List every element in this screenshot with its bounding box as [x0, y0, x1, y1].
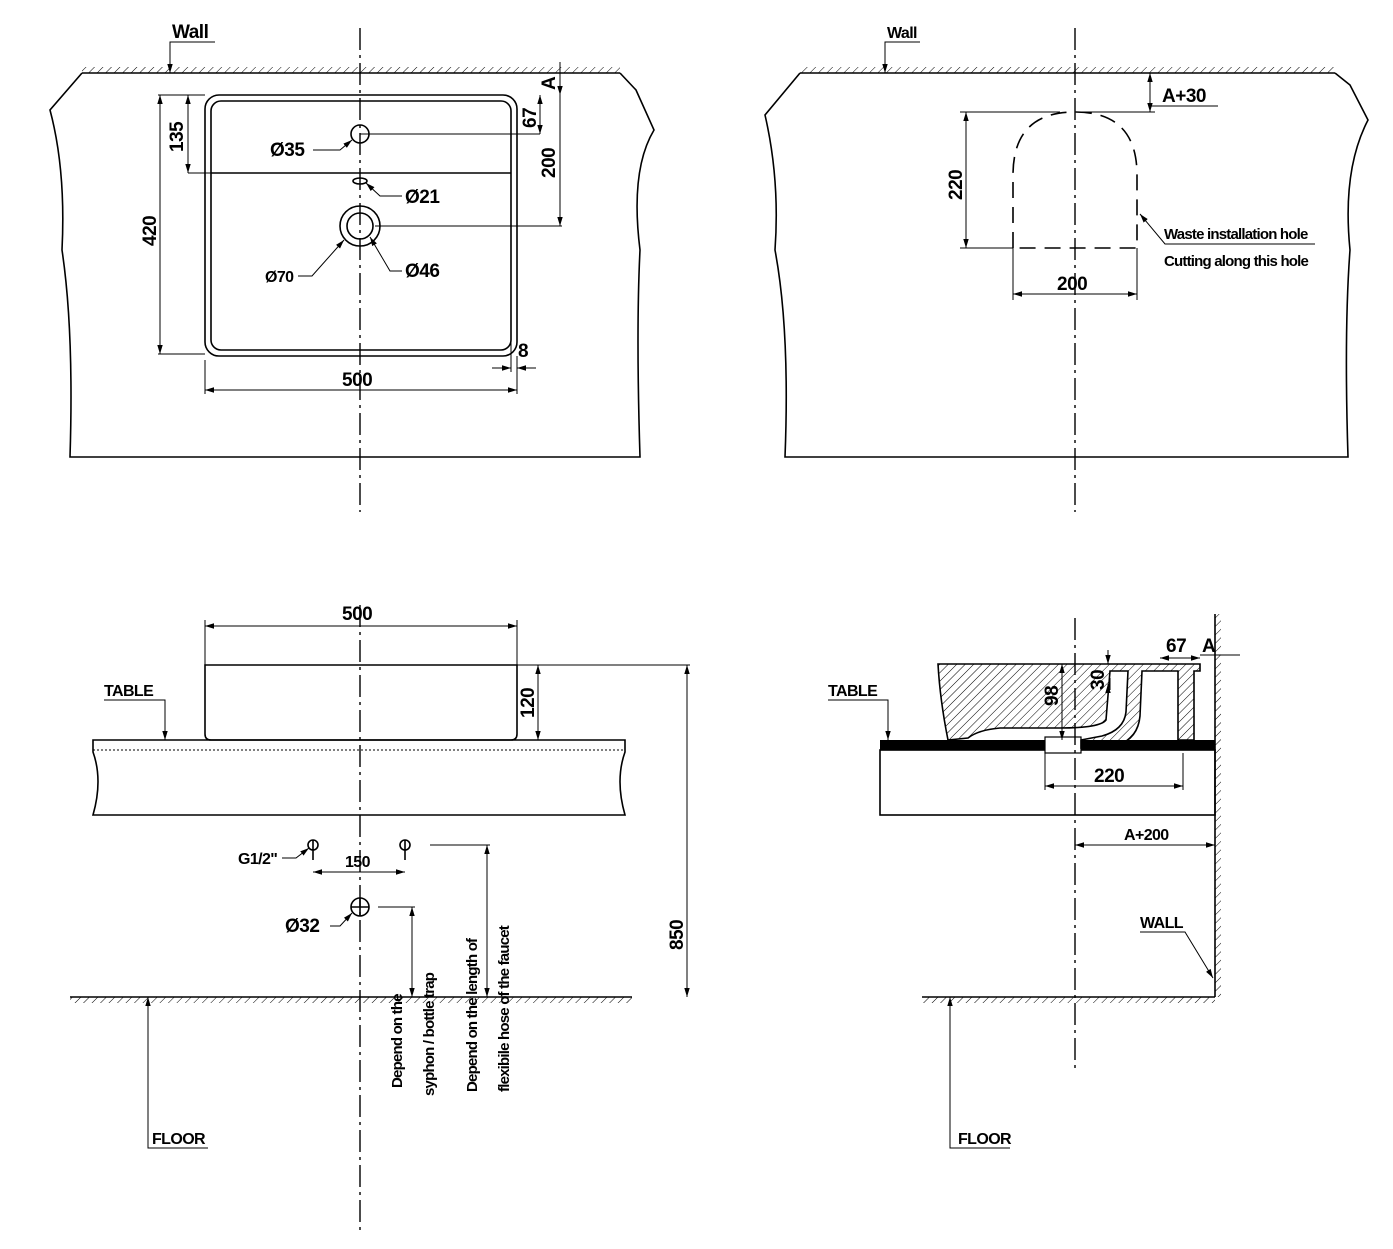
table-label: TABLE	[828, 683, 878, 700]
table-label: TABLE	[104, 683, 154, 700]
d46-label: Ø46	[405, 261, 439, 282]
syphon-note-1: Depend on the	[389, 994, 406, 1088]
waste-cutout-outline	[1012, 111, 1138, 249]
dim-220-label: 220	[946, 170, 967, 200]
dim-150-label: 150	[345, 854, 371, 871]
dim-a-label: A	[539, 76, 560, 90]
side-section-bottom-right: FLOOR TABLE 67 A 30 98 220 A+200	[828, 614, 1240, 1149]
d70-label: Ø70	[265, 269, 294, 286]
basin-section	[937, 663, 1201, 749]
water-inlet-left	[307, 839, 319, 860]
dim-850-label: 850	[667, 920, 688, 950]
table-slab	[91, 739, 627, 816]
floor-label: FLOOR	[152, 1131, 206, 1148]
dim-120-label: 120	[518, 688, 539, 718]
dim-500-label: 500	[342, 370, 372, 391]
water-inlet-right	[399, 839, 411, 860]
dim-420-label: 420	[140, 216, 161, 246]
dim-67-label: 67	[520, 108, 541, 128]
syphon-note-2: syphon / bottle trap	[421, 972, 438, 1096]
dim-98-label: 98	[1042, 686, 1063, 706]
wall-leader	[167, 41, 215, 73]
dim-135-label: 135	[167, 121, 188, 152]
basin-front	[204, 664, 518, 741]
d35-label: Ø35	[270, 140, 305, 161]
wall-label: Wall	[172, 22, 208, 43]
hose-note-1: Depend on the length of	[464, 937, 481, 1092]
hose-note-2: flexibile hose of the faucet	[496, 925, 513, 1092]
wall-label: WALL	[1140, 915, 1184, 932]
dim-30-label: 30	[1088, 670, 1109, 690]
dim-8-label: 8	[518, 341, 528, 362]
g12-label: G1/2"	[238, 851, 277, 868]
waste-note-line1: Waste installation hole	[1164, 226, 1308, 243]
counter-outline	[49, 72, 655, 458]
front-elevation-bottom-left: 500 120 TABLE G1/2" 150 Ø32	[70, 604, 690, 1235]
d32-label: Ø32	[285, 916, 319, 937]
dim-200-label: 200	[1057, 274, 1087, 295]
counter-outline	[764, 72, 1369, 458]
dim-a30-label: A+30	[1162, 86, 1206, 107]
wall-label: Wall	[887, 25, 917, 42]
dim-200-label: 200	[539, 148, 560, 178]
dim-67-label: 67	[1166, 636, 1186, 657]
waste-note-line2: Cutting along this hole	[1164, 253, 1309, 270]
dim-a-label: A	[1202, 636, 1216, 657]
d21-label: Ø21	[405, 187, 440, 208]
plan-view-top-left: Wall A 67 200	[49, 22, 655, 512]
wall-hatch	[82, 67, 620, 73]
table-body	[879, 749, 1216, 816]
dim-500-label: 500	[342, 604, 372, 625]
floor-label: FLOOR	[958, 1131, 1012, 1148]
dim-220-label: 220	[1094, 766, 1124, 787]
cutout-view-top-right: Wall A+30 220 200 Waste installation hol…	[764, 25, 1369, 512]
dim-a200-label: A+200	[1124, 827, 1169, 844]
